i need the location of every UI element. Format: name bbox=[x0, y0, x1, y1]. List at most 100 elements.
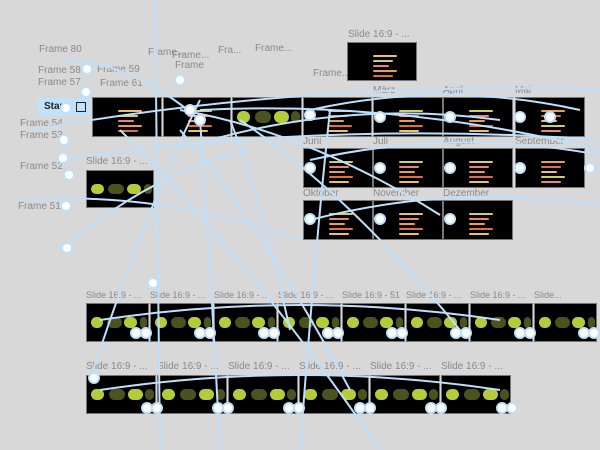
slide-pill bbox=[340, 388, 356, 401]
month-label[interactable]: September bbox=[515, 136, 564, 147]
slide-frame-row1[interactable] bbox=[214, 303, 277, 342]
frame-label[interactable]: Frame 59 bbox=[97, 64, 140, 75]
frame-label[interactable]: Frame 58 bbox=[38, 65, 81, 76]
slide-pill bbox=[410, 316, 423, 329]
slide-frame-row1[interactable] bbox=[86, 303, 149, 342]
month-label[interactable]: August bbox=[443, 136, 475, 147]
slide-frame-row1[interactable] bbox=[150, 303, 213, 342]
month-slide-frame[interactable] bbox=[443, 97, 513, 137]
month-label[interactable]: März bbox=[373, 85, 396, 96]
slide-label[interactable]: Slide 16:9 - ... bbox=[441, 361, 503, 372]
slide-frame-row2[interactable] bbox=[441, 375, 511, 414]
slide-label[interactable]: Slide 16:9 - ... bbox=[86, 361, 148, 372]
schedule-bar bbox=[328, 213, 353, 215]
slide-frame-feb[interactable] bbox=[303, 97, 372, 137]
slide-label[interactable]: Slide 16:9 - ... bbox=[228, 361, 290, 372]
month-label[interactable]: April bbox=[443, 85, 464, 96]
schedule-bar bbox=[468, 228, 493, 230]
frame-label[interactable]: Frame... bbox=[313, 68, 351, 79]
frame-label[interactable]: Frame 54 bbox=[20, 118, 63, 129]
slide-label[interactable]: Slide 16:9 - ... bbox=[406, 290, 462, 300]
schedule-bar bbox=[328, 115, 349, 117]
month-label[interactable]: Mai bbox=[515, 85, 532, 96]
slide-label[interactable]: Slide 16:9 - ... bbox=[278, 290, 334, 300]
slide-label[interactable]: Slide 16:9 - ... bbox=[157, 361, 219, 372]
month-slide-frame[interactable] bbox=[515, 97, 585, 137]
connection-handle[interactable] bbox=[147, 277, 159, 289]
slide-pill bbox=[411, 388, 427, 401]
slide-frame-left[interactable] bbox=[86, 170, 154, 208]
month-label[interactable]: Juli bbox=[373, 136, 389, 147]
slide-frame-row2[interactable] bbox=[86, 375, 156, 414]
month-slide-frame[interactable] bbox=[373, 97, 443, 137]
slide-frame-row2[interactable] bbox=[370, 375, 440, 414]
slide-frame-calendar-start[interactable] bbox=[92, 97, 162, 137]
slide-pill bbox=[233, 388, 247, 401]
frame-label[interactable]: Frame bbox=[175, 60, 204, 71]
month-slide-frame[interactable] bbox=[373, 200, 443, 240]
slide-label[interactable]: Slide 16:9 - ... bbox=[86, 290, 142, 300]
frame-label[interactable]: Frame 52 bbox=[20, 161, 63, 172]
schedule-bar bbox=[328, 110, 353, 112]
slide-frame-row2[interactable] bbox=[228, 375, 298, 414]
start-flow-button[interactable]: Start bbox=[38, 98, 90, 116]
month-slide-frame[interactable] bbox=[373, 148, 443, 188]
month-slide-frame[interactable] bbox=[303, 148, 373, 188]
slide-frame-row2[interactable] bbox=[157, 375, 227, 414]
slide-frame-row2[interactable] bbox=[299, 375, 369, 414]
schedule-bar bbox=[468, 213, 493, 215]
frame-label[interactable]: Frame 53 bbox=[20, 130, 63, 141]
schedule-bar bbox=[398, 181, 419, 183]
frame-label[interactable]: Frame 57 bbox=[38, 77, 81, 88]
schedule-bar bbox=[372, 54, 397, 57]
slide-frame-top[interactable] bbox=[347, 42, 417, 81]
connection-handle[interactable] bbox=[174, 74, 186, 86]
slide-label[interactable]: Slide 16:9 - ... bbox=[299, 361, 361, 372]
slide-label[interactable]: Slide 16:9 - 51 bbox=[342, 290, 401, 300]
frame-label[interactable]: Frame... bbox=[148, 47, 186, 58]
frame-label[interactable]: Frame... bbox=[172, 50, 210, 61]
connection-handle[interactable] bbox=[60, 200, 72, 212]
connection-handle[interactable] bbox=[63, 169, 75, 181]
month-label[interactable]: Oktober bbox=[303, 188, 339, 199]
slide-frame-row1[interactable] bbox=[342, 303, 405, 342]
slide-frame-row1[interactable] bbox=[470, 303, 533, 342]
frame-label[interactable]: Frame 61 bbox=[100, 78, 143, 89]
connection-handle[interactable] bbox=[61, 242, 73, 254]
slide-pill bbox=[523, 316, 531, 329]
schedule-bar bbox=[398, 120, 415, 122]
frame-label[interactable]: Frame... bbox=[255, 43, 293, 54]
schedule-bar bbox=[468, 115, 489, 117]
slide-frame[interactable] bbox=[163, 97, 231, 137]
slide-pill bbox=[145, 388, 154, 401]
slide-frame-row1[interactable] bbox=[534, 303, 597, 342]
month-label[interactable]: Juni bbox=[303, 136, 322, 147]
slide-frame-row1[interactable] bbox=[278, 303, 341, 342]
month-label[interactable]: Dezember bbox=[443, 188, 490, 199]
slide-label[interactable]: Slide 16:9 - ... bbox=[470, 290, 526, 300]
frame-label[interactable]: Frame 80 bbox=[39, 44, 82, 55]
slide-pill bbox=[91, 183, 104, 195]
schedule-bar bbox=[328, 125, 353, 127]
slide-label[interactable]: Slide 16:9 - ... bbox=[214, 290, 270, 300]
schedule-bar bbox=[468, 161, 493, 163]
frame-label[interactable]: Frame 51 bbox=[18, 201, 61, 212]
slide-label[interactable]: Slide 16:9 - ... bbox=[348, 29, 410, 40]
connection-handle[interactable] bbox=[80, 86, 92, 98]
frame-label[interactable]: Fra... bbox=[218, 45, 242, 56]
month-label[interactable]: November bbox=[373, 188, 420, 199]
schedule-bar bbox=[398, 233, 419, 235]
month-slide-frame[interactable] bbox=[303, 200, 373, 240]
slide-label[interactable]: Slide 16:9 - ... bbox=[86, 156, 148, 167]
slide-pill bbox=[198, 388, 214, 401]
month-slide-frame[interactable] bbox=[515, 148, 585, 188]
connection-handle[interactable] bbox=[81, 63, 93, 75]
month-slide-frame[interactable] bbox=[443, 200, 513, 240]
slide-label[interactable]: Slide 16:9 - ... bbox=[150, 290, 206, 300]
slide-frame-row1[interactable] bbox=[406, 303, 469, 342]
slide-label[interactable]: Slide... bbox=[534, 290, 562, 300]
slide-frame[interactable] bbox=[232, 97, 302, 137]
month-slide-frame[interactable] bbox=[443, 148, 513, 188]
connection-handle[interactable] bbox=[584, 162, 596, 174]
slide-label[interactable]: Slide 16:9 - ... bbox=[370, 361, 432, 372]
